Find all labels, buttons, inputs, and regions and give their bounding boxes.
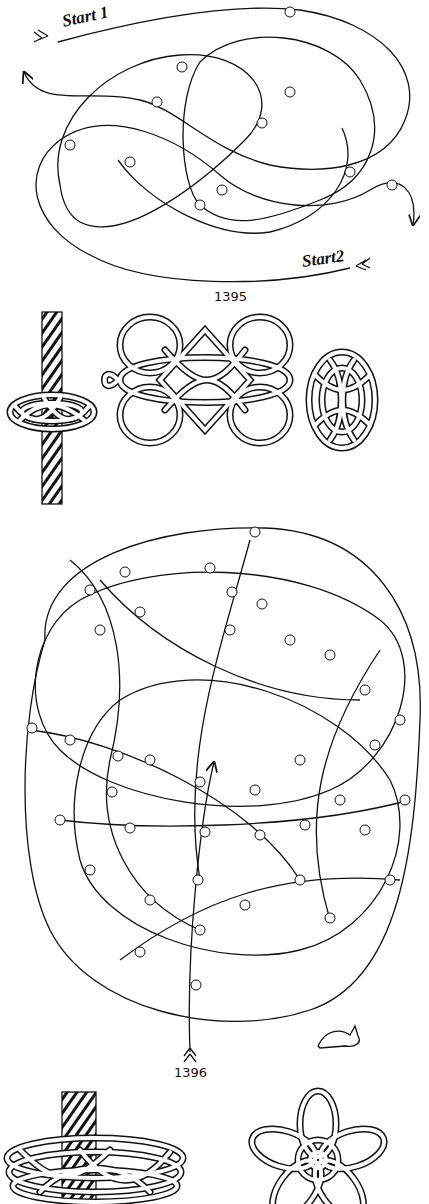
rosette-knot xyxy=(247,1091,389,1204)
figure-number: 1396 xyxy=(172,1066,209,1080)
crossing-circles-1395 xyxy=(65,7,397,210)
knot-diagram-1395 xyxy=(24,8,414,282)
knot-on-rod xyxy=(10,312,94,504)
start-label: Start 1 xyxy=(59,3,113,32)
start-label: Start2 xyxy=(299,247,348,272)
knot-diagram-1396 xyxy=(25,528,420,1062)
oval-knot xyxy=(309,352,375,448)
knot-on-rod xyxy=(7,1092,183,1204)
figure-number: 1395 xyxy=(212,290,249,304)
flat-knot xyxy=(105,317,291,443)
crossing-circles-1396 xyxy=(27,527,410,990)
